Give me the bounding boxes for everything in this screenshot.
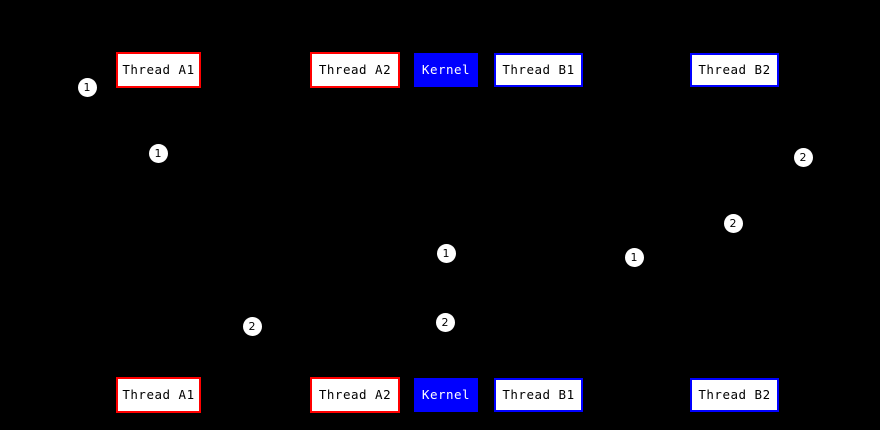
lifeline-stub: [157, 88, 160, 92]
lifeline-stub: [445, 87, 447, 91]
participant-kernel-top[interactable]: Kernel: [414, 53, 478, 87]
participant-thread-a2-bottom[interactable]: Thread A2: [310, 377, 400, 413]
participant-label: Thread B2: [698, 386, 771, 402]
step-marker-2: 2: [435, 312, 455, 332]
participant-thread-b1-bottom[interactable]: Thread B1: [494, 378, 583, 412]
participant-thread-a1-bottom[interactable]: Thread A1: [116, 377, 201, 413]
lifeline-stub: [354, 373, 356, 377]
participant-thread-b1-top[interactable]: Thread B1: [494, 53, 583, 87]
lifeline-kernel: [446, 87, 447, 378]
participant-label: Thread B2: [698, 61, 771, 77]
lifeline-stub: [733, 374, 736, 378]
step-marker-1: 1: [148, 143, 168, 163]
lifeline-stub: [445, 374, 447, 378]
lifeline-stub: [537, 374, 540, 378]
step-marker-1: 1: [77, 77, 97, 97]
participant-label: Thread A1: [122, 386, 195, 402]
lifeline-stub: [157, 373, 160, 377]
lifeline-stub: [354, 88, 356, 92]
participant-thread-b2-top[interactable]: Thread B2: [690, 53, 779, 87]
participant-thread-a1-top[interactable]: Thread A1: [116, 52, 201, 88]
participant-label: Thread A2: [318, 61, 392, 77]
lifeline-stub: [537, 87, 540, 91]
participant-label: Thread A2: [318, 386, 392, 402]
participant-label: Kernel: [421, 386, 471, 402]
step-marker-2: 2: [242, 316, 262, 336]
participant-thread-b2-bottom[interactable]: Thread B2: [690, 378, 779, 412]
participant-label: Thread A1: [122, 61, 195, 77]
lifeline-thread-b1: [538, 87, 539, 378]
participant-label: Thread B1: [502, 386, 575, 402]
step-marker-2: 2: [723, 213, 743, 233]
participant-label: Thread B1: [502, 61, 575, 77]
step-marker-1: 1: [624, 247, 644, 267]
lifeline-thread-a1: [158, 88, 159, 377]
step-marker-1: 1: [436, 243, 456, 263]
participant-label: Kernel: [421, 61, 471, 77]
step-marker-2: 2: [793, 147, 813, 167]
lifeline-thread-a2: [355, 88, 356, 377]
lifeline-stub: [733, 87, 736, 91]
lifeline-thread-b2: [734, 87, 735, 378]
participant-kernel-bottom[interactable]: Kernel: [414, 378, 478, 412]
participant-thread-a2-top[interactable]: Thread A2: [310, 52, 400, 88]
